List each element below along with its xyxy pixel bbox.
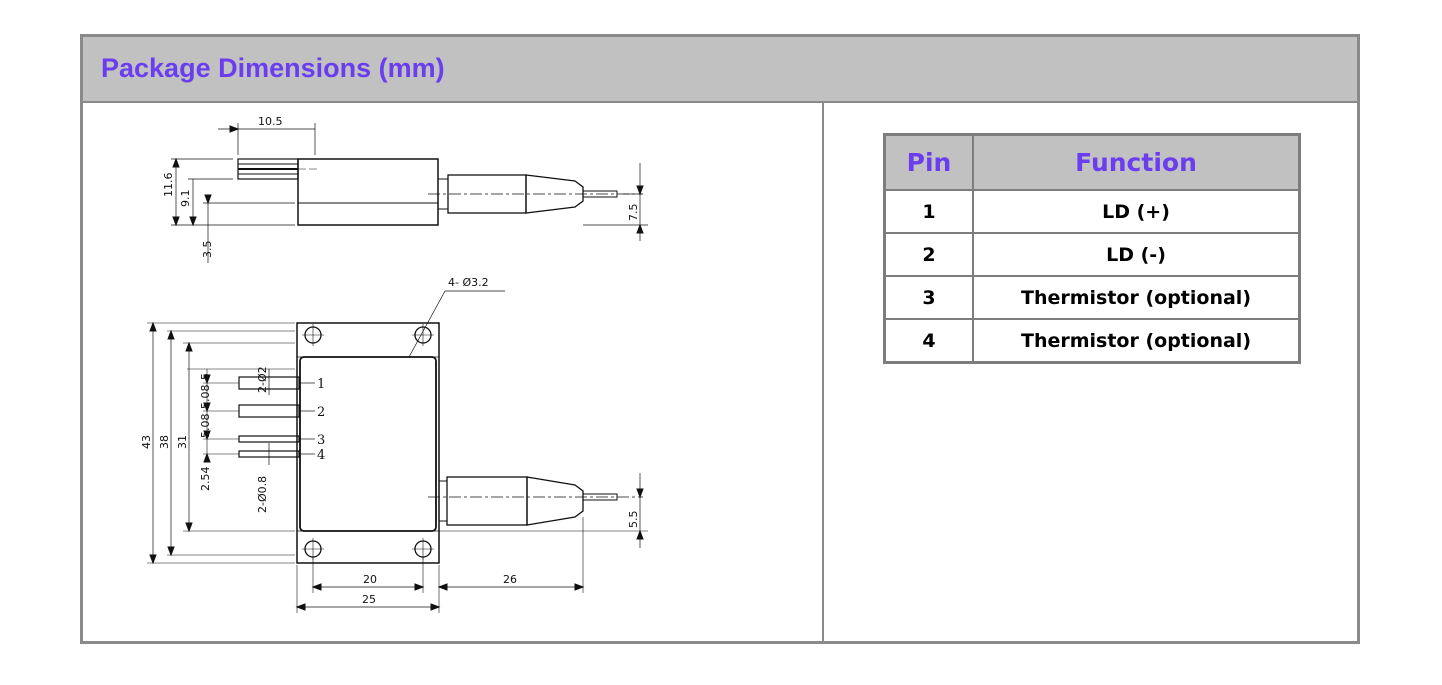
pin-label-3: 3 — [317, 433, 325, 448]
section-title: Package Dimensions (mm) — [101, 53, 445, 83]
dim-pin-dia-2: 2-Ø0.8 — [256, 476, 269, 513]
pin-function: Thermistor (optional) — [972, 275, 1301, 320]
pin-function: Thermistor (optional) — [972, 318, 1301, 364]
dim-10-5: 10.5 — [258, 115, 283, 128]
dim-43: 43 — [140, 435, 153, 449]
table-row: 3 Thermistor (optional) — [883, 275, 1301, 320]
top-view: 4- Ø3.2 1 2 3 4 — [140, 276, 648, 613]
package-dimensions-panel: Package Dimensions (mm) — [80, 34, 1360, 644]
table-header-row: Pin Function — [883, 133, 1301, 191]
section-header: Package Dimensions (mm) — [83, 37, 1357, 103]
pin-label-1: 1 — [317, 377, 325, 392]
flange-outline — [296, 322, 440, 564]
dim-9-1: 9.1 — [179, 190, 192, 208]
table-row: 2 LD (-) — [883, 232, 1301, 277]
dim-11-6: 11.6 — [162, 173, 175, 198]
pin-function-table: Pin Function 1 LD (+) 2 LD (-) 3 Thermis… — [883, 133, 1301, 364]
pins — [238, 376, 315, 458]
dim-20: 20 — [363, 573, 377, 586]
pin-number: 4 — [883, 318, 974, 364]
pin-label-2: 2 — [317, 405, 325, 420]
dim-2-54: 2.54 — [199, 467, 212, 492]
dim-pin-dia: 2-Ø2 — [256, 366, 269, 393]
dim-5-08-a: 5.08 — [199, 385, 212, 410]
dim-5-08-b: 5.08 — [199, 414, 212, 439]
table-row: 1 LD (+) — [883, 189, 1301, 234]
dim-31: 31 — [176, 435, 189, 449]
pin-number: 1 — [883, 189, 974, 234]
pin-function-area: Pin Function 1 LD (+) 2 LD (-) 3 Thermis… — [824, 103, 1357, 641]
package-drawing: 10.5 11.6 9.1 3.5 — [140, 115, 648, 613]
pin-function: LD (-) — [972, 232, 1301, 277]
column-header-function: Function — [972, 133, 1301, 191]
pin-number: 2 — [883, 232, 974, 277]
dimension-drawing-area: 10.5 11.6 9.1 3.5 — [83, 103, 824, 641]
dim-7-5: 7.5 — [627, 204, 640, 222]
dim-26: 26 — [503, 573, 517, 586]
pin-function: LD (+) — [972, 189, 1301, 234]
dim-38: 38 — [158, 435, 171, 449]
dim-5: 5 — [199, 373, 212, 380]
pin-label-4: 4 — [317, 448, 325, 463]
dim-3-5: 3.5 — [201, 241, 214, 259]
dim-hole: 4- Ø3.2 — [448, 276, 489, 289]
side-body — [297, 158, 439, 226]
table-row: 4 Thermistor (optional) — [883, 318, 1301, 364]
side-view: 10.5 11.6 9.1 3.5 — [162, 115, 648, 263]
dim-25: 25 — [362, 593, 376, 606]
column-header-pin: Pin — [883, 133, 974, 191]
pin-number: 3 — [883, 275, 974, 320]
dim-5-5: 5.5 — [627, 511, 640, 529]
